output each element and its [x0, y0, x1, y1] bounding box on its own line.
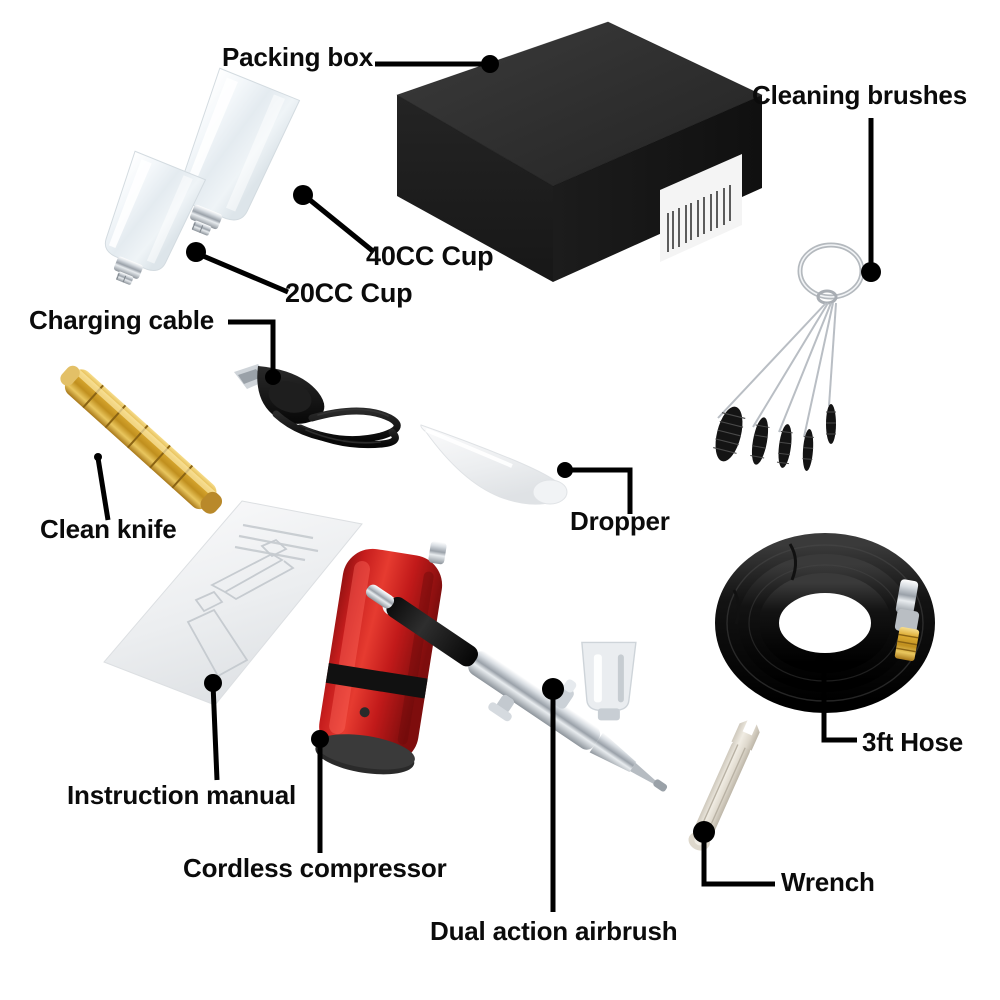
leader-cup-20cc	[195, 250, 289, 295]
label-cleaning-brushes: Cleaning brushes	[752, 80, 967, 110]
leader-dot-instruction-manual	[204, 674, 222, 692]
leader-hose	[821, 663, 857, 743]
leader-dot-cleaning-brushes	[861, 262, 881, 282]
hose-fitting	[894, 579, 920, 662]
label-hose: 3ft Hose	[862, 727, 963, 757]
leader-dots	[94, 55, 881, 843]
packing-box-graphic	[396, 21, 763, 282]
label-dual-action-airbrush: Dual action airbrush	[430, 916, 678, 946]
label-instruction-manual: Instruction manual	[67, 780, 296, 810]
leader-charging-cable	[228, 319, 276, 377]
leader-clean-knife	[95, 457, 111, 521]
label-charging-cable: Charging cable	[29, 305, 215, 335]
clean-knife-graphic	[60, 365, 223, 514]
label-cup-40cc: 40CC Cup	[366, 241, 494, 271]
dropper-graphic	[420, 424, 568, 505]
brush-head	[776, 424, 793, 468]
leader-dot-dropper	[557, 462, 573, 478]
label-cordless-compressor: Cordless compressor	[183, 853, 447, 883]
cup-20cc-graphic	[104, 150, 207, 285]
leader-dot-cup-20cc	[186, 242, 206, 262]
leader-dot-cordless-compressor	[311, 730, 329, 748]
brush-head	[826, 404, 836, 444]
leader-instruction-manual	[210, 683, 220, 781]
cordless-compressor-graphic	[315, 541, 447, 775]
brush-head	[802, 429, 814, 471]
dual-action-airbrush-graphic	[365, 584, 668, 792]
leader-dropper	[563, 467, 633, 514]
barcode-label	[660, 154, 742, 262]
leader-dot-cup-40cc	[293, 185, 313, 205]
label-dropper: Dropper	[570, 506, 670, 536]
label-packing-box: Packing box	[222, 42, 373, 72]
brush-head	[713, 406, 746, 462]
leader-dot-clean-knife	[94, 453, 102, 461]
brush-head	[750, 417, 770, 465]
leader-dot-packing-box	[481, 55, 499, 73]
leader-cup-40cc	[303, 194, 376, 254]
label-clean-knife: Clean knife	[40, 514, 177, 544]
label-cup-20cc: 20CC Cup	[285, 278, 413, 308]
leader-dot-hose	[815, 653, 833, 671]
label-wrench: Wrench	[781, 867, 875, 897]
leader-dot-wrench	[693, 821, 715, 843]
cup-40cc-graphic	[179, 67, 301, 236]
leader-wrench	[701, 833, 775, 887]
leader-dot-dual-action-airbrush	[542, 678, 564, 700]
leader-dot-charging-cable	[265, 369, 281, 385]
